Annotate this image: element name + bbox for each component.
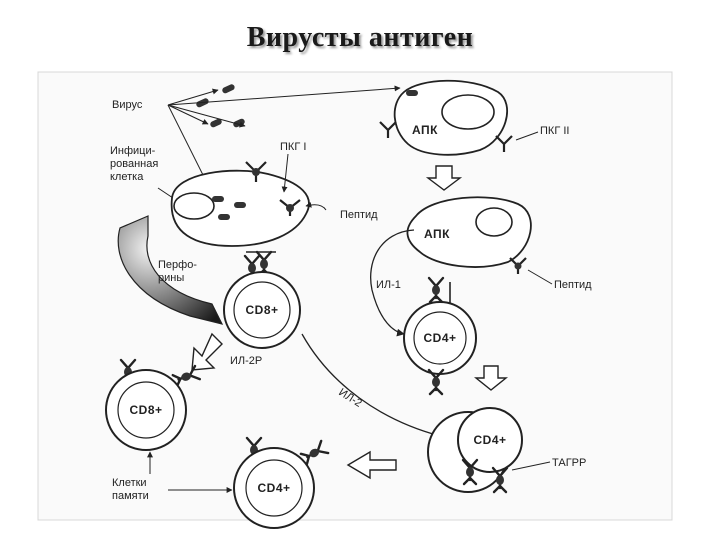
apc-top-label: АПК <box>412 123 438 137</box>
infected-cell-nucleus <box>173 192 215 220</box>
left-arrow-memory <box>346 450 397 480</box>
cd4-bottom-inner <box>245 459 303 517</box>
arrow-to-cd8-left <box>191 332 223 371</box>
apc-top-nucleus <box>441 94 495 130</box>
diagram-background <box>37 71 673 521</box>
cd4-lower-right-cell <box>457 407 523 473</box>
pkg1-label: ПКГ I <box>280 141 306 153</box>
cd4-bottom-label: CD4+ <box>257 481 290 495</box>
virus-label: Вирус <box>112 99 143 111</box>
cd4-lower-right-label: CD4+ <box>473 433 506 447</box>
tcr-label: ТАГРР <box>552 457 586 469</box>
apc-mid-label: АПК <box>424 227 450 241</box>
cd4-main-label: CD4+ <box>423 331 456 345</box>
slide-title: Вирусты антиген <box>246 22 474 53</box>
infected-cell-label: Инфици- рованная клетка <box>110 145 161 183</box>
peptide-top-label: Пептид <box>340 209 378 221</box>
il1-label: ИЛ-1 <box>376 279 401 291</box>
il1-loop <box>370 229 415 337</box>
peptide-right-label: Пептид <box>554 279 592 291</box>
cd8-main-inner <box>233 281 291 339</box>
memory-cells-label: Клетки памяти <box>112 477 150 502</box>
virus-on-apc <box>406 90 418 96</box>
cd8-main-label: CD8+ <box>245 303 278 317</box>
peptide-mhc-infected <box>279 199 301 216</box>
perforin-arrow <box>117 215 224 325</box>
perforins-label: Перфо- рины <box>158 259 200 284</box>
down-arrow-apc <box>425 165 463 191</box>
down-arrow-cd4 <box>474 365 508 391</box>
cd8-left-inner <box>117 381 175 439</box>
apc-mid-nucleus <box>475 207 513 237</box>
pkg1-molecule <box>245 161 267 182</box>
cd8-left-label: CD8+ <box>129 403 162 417</box>
pkg1-on-apc <box>379 121 397 138</box>
pkg2-on-apc <box>495 135 513 152</box>
cd4-main-inner <box>413 311 467 365</box>
infected-cell <box>170 169 310 247</box>
il2r-label: ИЛ-2Р <box>230 355 262 367</box>
pkg2-label: ПКГ II <box>540 125 569 137</box>
il2-curve <box>301 333 441 437</box>
peptide-mhc-apc <box>509 257 527 274</box>
intracellular-virus <box>212 196 246 220</box>
